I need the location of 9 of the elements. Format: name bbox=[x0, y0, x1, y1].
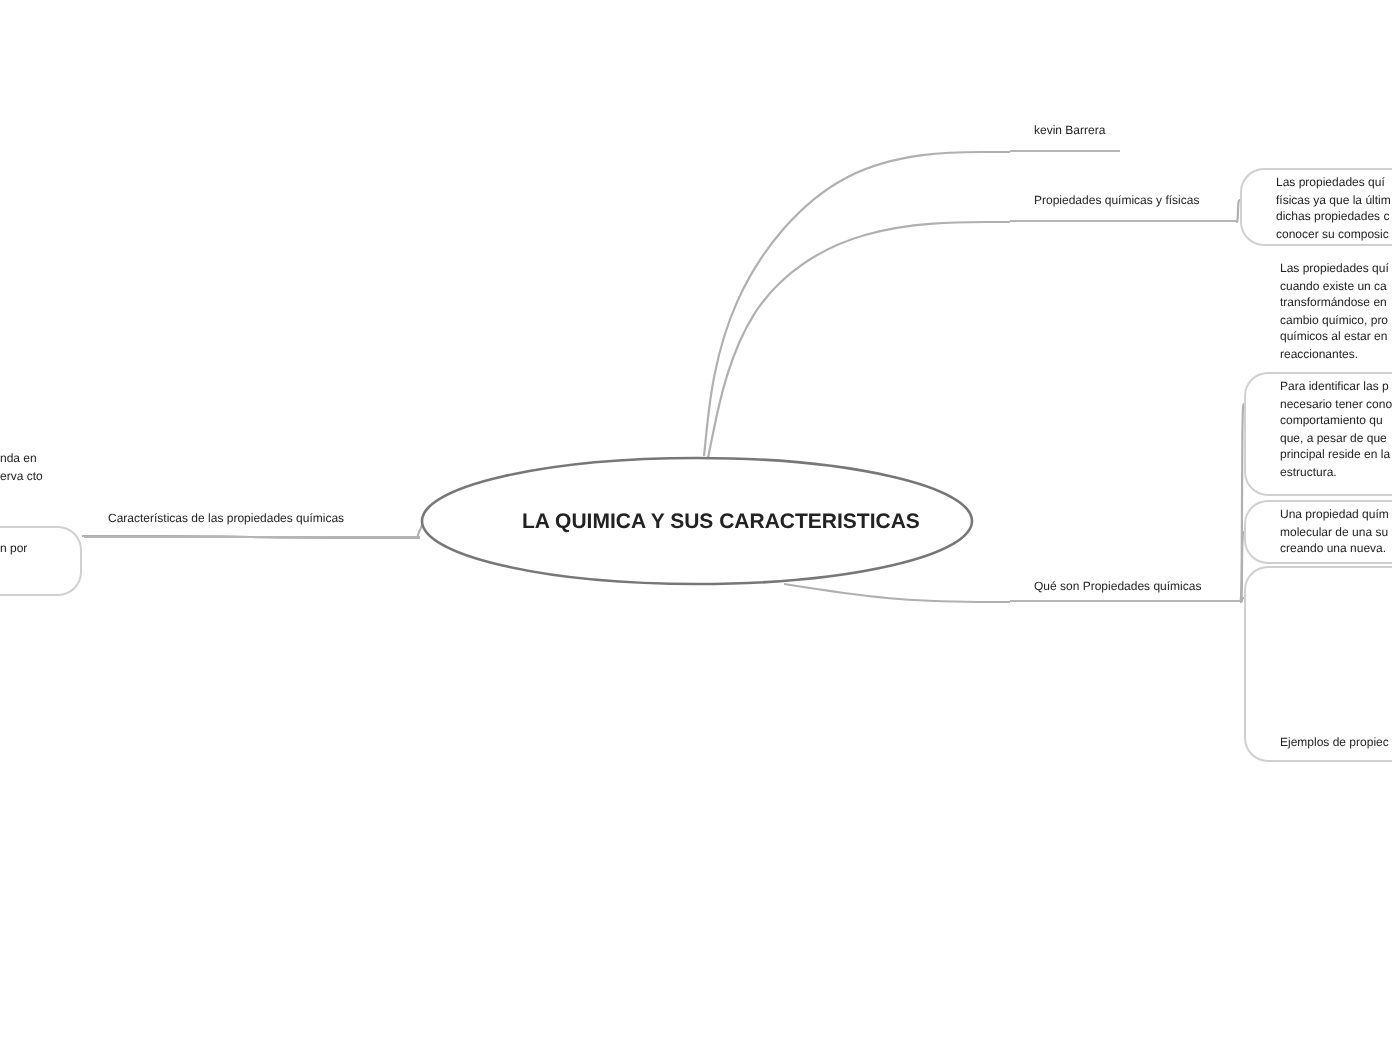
connector-line bbox=[1239, 530, 1245, 604]
connector-line bbox=[82, 534, 420, 540]
connector-line bbox=[1239, 596, 1245, 604]
connector-line bbox=[702, 150, 1010, 457]
connector-line bbox=[783, 582, 1010, 604]
connector-line bbox=[1235, 198, 1241, 224]
central-topic-ellipse bbox=[420, 456, 974, 586]
central-topic-text: LA QUIMICA Y SUS CARACTERISTICAS bbox=[522, 507, 920, 535]
connector-line bbox=[706, 220, 1010, 459]
